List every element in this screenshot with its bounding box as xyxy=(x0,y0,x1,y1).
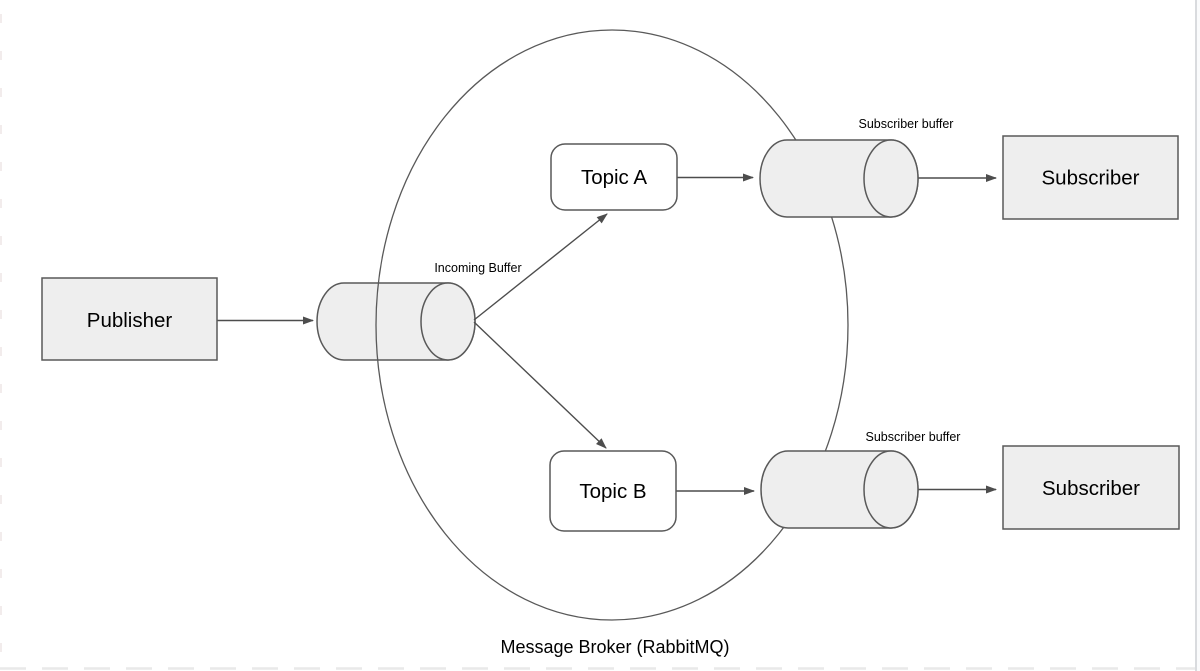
publisher-node: Publisher xyxy=(41,277,218,361)
publisher-box xyxy=(41,277,218,361)
broker-boundary-ellipse xyxy=(375,29,849,621)
topic-b-box xyxy=(549,450,677,532)
subscriber-top-box xyxy=(1002,135,1179,220)
subscriber-buffer-bottom-label: Subscriber buffer xyxy=(866,430,961,444)
cylinder-face xyxy=(420,282,476,361)
cylinder-face xyxy=(863,139,919,218)
incoming-buffer-label: Incoming Buffer xyxy=(434,261,521,275)
page-right-gutter xyxy=(1197,0,1200,671)
topic-a-node: Topic A xyxy=(550,143,678,211)
cylinder-face xyxy=(863,450,919,529)
diagram-caption: Message Broker (RabbitMQ) xyxy=(500,637,729,657)
subscriber-buffer-top-cylinder xyxy=(759,139,919,218)
arrow-incoming-buffer-to-topic-b xyxy=(473,321,607,449)
subscriber-top-label: Subscriber xyxy=(1042,167,1140,190)
topic-a-label: Topic A xyxy=(581,166,647,189)
topic-a-box xyxy=(550,143,678,211)
publisher-label: Publisher xyxy=(87,309,173,332)
subscriber-bottom-box xyxy=(1002,445,1180,530)
subscriber-bottom-node: Subscriber xyxy=(1002,445,1180,530)
arrow-incoming-buffer-to-topic-a xyxy=(473,213,608,321)
incoming-buffer-cylinder xyxy=(316,282,476,361)
subscriber-top-node: Subscriber xyxy=(1002,135,1179,220)
topic-b-node: Topic B xyxy=(549,450,677,532)
topic-b-label: Topic B xyxy=(579,480,646,503)
subscriber-buffer-bottom-cylinder xyxy=(760,450,919,529)
subscriber-buffer-top-label: Subscriber buffer xyxy=(859,117,954,131)
subscriber-bottom-label: Subscriber xyxy=(1042,477,1140,500)
